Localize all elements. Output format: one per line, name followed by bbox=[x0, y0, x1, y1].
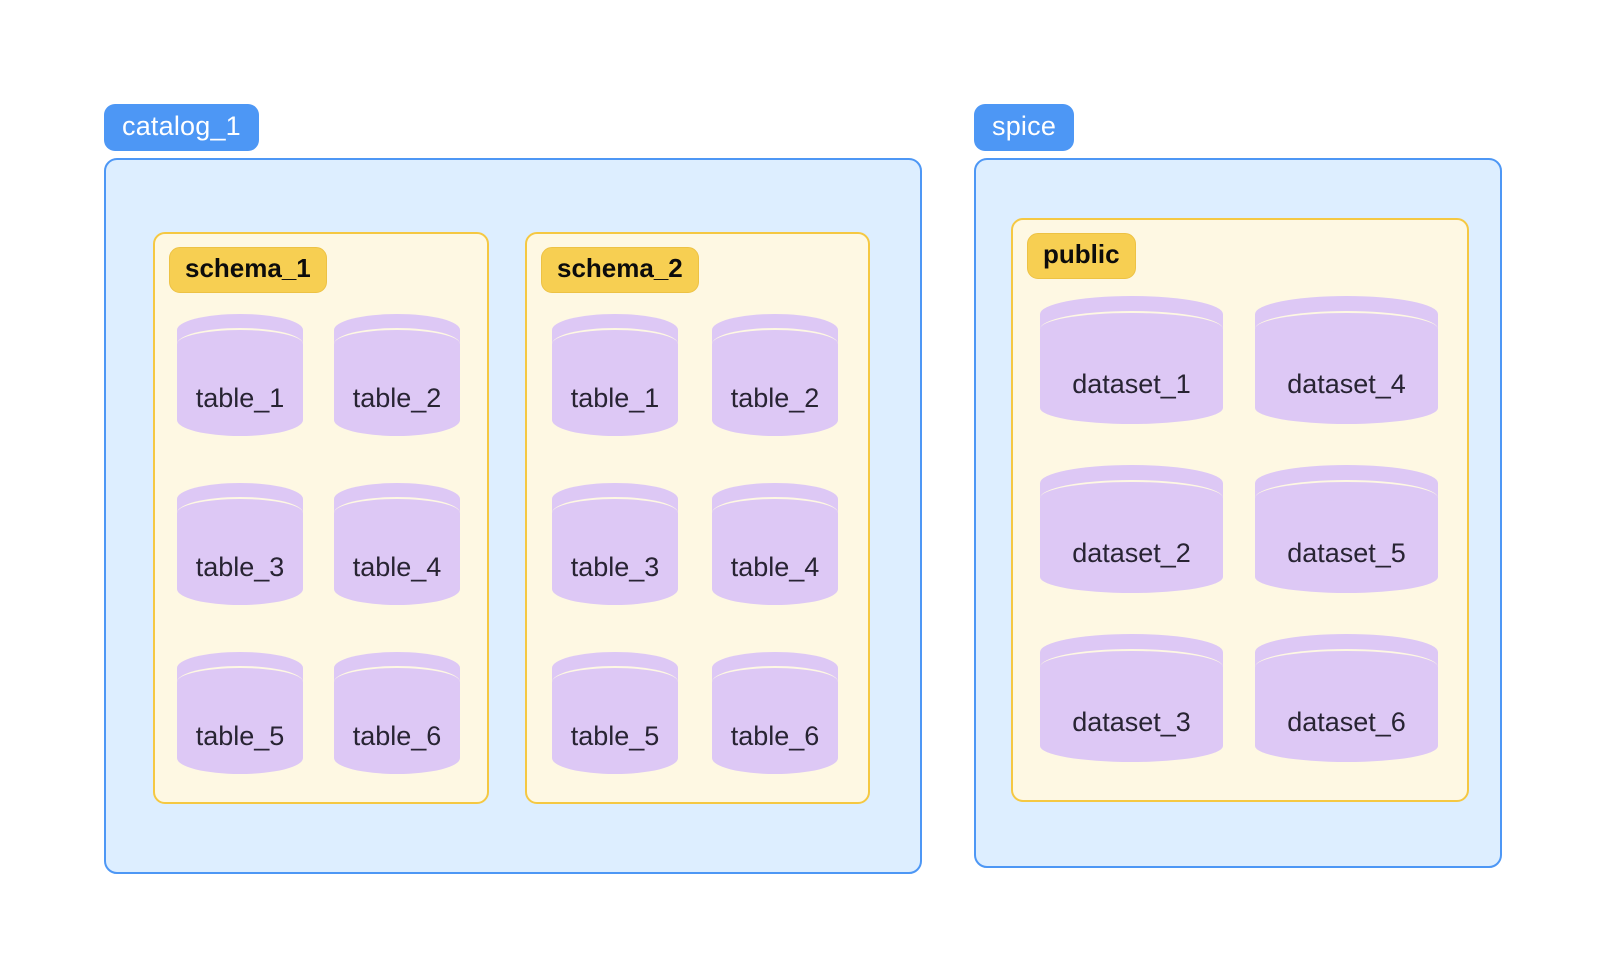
cylinder-body bbox=[334, 330, 460, 436]
catalog-label-catalog_1[interactable]: catalog_1 bbox=[104, 104, 259, 152]
cylinder-label: table_2 bbox=[730, 383, 820, 413]
cylinder-body bbox=[1255, 314, 1438, 424]
dataset-cylinder[interactable]: dataset_5 bbox=[1255, 465, 1438, 593]
cylinder-body bbox=[1040, 314, 1223, 424]
catalog-box-spice: public dataset_1 dataset_4 bbox=[974, 158, 1502, 868]
cylinder-label: dataset_6 bbox=[1287, 707, 1406, 737]
table-cylinder[interactable]: table_4 bbox=[712, 483, 838, 605]
cylinder-label: table_1 bbox=[570, 383, 660, 413]
cylinder-body bbox=[552, 499, 678, 605]
cylinder-top-ellipse bbox=[1040, 465, 1223, 501]
schema-box-schema_2: schema_2 table_1 table_2 bbox=[525, 232, 870, 804]
table-cylinder[interactable]: table_3 bbox=[177, 483, 303, 605]
cylinder-top-ellipse bbox=[552, 652, 678, 684]
cylinder-body bbox=[552, 330, 678, 436]
cylinder-top-ellipse bbox=[712, 652, 838, 684]
cylinder-label: dataset_2 bbox=[1072, 538, 1191, 568]
cylinder-body bbox=[177, 499, 303, 605]
cylinder-top-ellipse bbox=[177, 483, 303, 515]
catalog-group-spice: spice public dataset_1 dataset_4 bbox=[974, 104, 1502, 868]
table-cylinder[interactable]: table_3 bbox=[552, 483, 678, 605]
cylinder-label: dataset_4 bbox=[1287, 369, 1406, 399]
cylinder-body bbox=[334, 668, 460, 774]
schema-label-public[interactable]: public bbox=[1027, 233, 1136, 279]
cylinder-top-ellipse bbox=[177, 314, 303, 346]
table-cylinder[interactable]: table_1 bbox=[552, 314, 678, 436]
cylinder-label: table_6 bbox=[352, 721, 442, 751]
cylinder-body bbox=[1040, 483, 1223, 593]
cylinder-label: table_2 bbox=[352, 383, 442, 413]
table-cylinder[interactable]: table_2 bbox=[334, 314, 460, 436]
cylinder-top-ellipse bbox=[1255, 634, 1438, 670]
cylinder-label: table_3 bbox=[195, 552, 285, 582]
cylinder-label: table_6 bbox=[730, 721, 820, 751]
dataset-cylinder[interactable]: dataset_2 bbox=[1040, 465, 1223, 593]
schema-label-schema_1[interactable]: schema_1 bbox=[169, 247, 327, 293]
schema-box-public: public dataset_1 dataset_4 bbox=[1011, 218, 1469, 802]
schema-label-schema_2[interactable]: schema_2 bbox=[541, 247, 699, 293]
cylinder-body bbox=[1255, 483, 1438, 593]
cylinder-top-ellipse bbox=[1255, 296, 1438, 332]
cylinder-top-ellipse bbox=[1040, 296, 1223, 332]
cylinder-top-ellipse bbox=[334, 314, 460, 346]
cylinder-body bbox=[334, 499, 460, 605]
cylinder-label: dataset_1 bbox=[1072, 369, 1191, 399]
cylinder-label: table_5 bbox=[570, 721, 660, 751]
table-cylinder[interactable]: table_4 bbox=[334, 483, 460, 605]
cylinder-body bbox=[712, 330, 838, 436]
cylinder-top-ellipse bbox=[552, 483, 678, 515]
cylinder-body bbox=[1040, 652, 1223, 762]
catalog-box-catalog_1: schema_1 table_1 table_2 bbox=[104, 158, 922, 874]
cylinder-body bbox=[177, 330, 303, 436]
cylinder-top-ellipse bbox=[334, 483, 460, 515]
dataset-cylinder[interactable]: dataset_3 bbox=[1040, 634, 1223, 762]
table-cylinder[interactable]: table_6 bbox=[712, 652, 838, 774]
dataset-cylinder[interactable]: dataset_6 bbox=[1255, 634, 1438, 762]
cylinder-label: dataset_5 bbox=[1287, 538, 1406, 568]
cylinder-body bbox=[177, 668, 303, 774]
table-cylinder[interactable]: table_2 bbox=[712, 314, 838, 436]
catalog-group-catalog_1: catalog_1 schema_1 table_1 table_2 bbox=[104, 104, 922, 874]
table-cylinder[interactable]: table_1 bbox=[177, 314, 303, 436]
cylinder-body bbox=[1255, 652, 1438, 762]
table-cylinder[interactable]: table_5 bbox=[177, 652, 303, 774]
table-cylinder[interactable]: table_6 bbox=[334, 652, 460, 774]
cylinder-body bbox=[552, 668, 678, 774]
cylinder-top-ellipse bbox=[1040, 634, 1223, 670]
cylinder-label: table_1 bbox=[195, 383, 285, 413]
dataset-cylinder[interactable]: dataset_4 bbox=[1255, 296, 1438, 424]
cylinder-label: table_5 bbox=[195, 721, 285, 751]
cylinder-body bbox=[712, 499, 838, 605]
cylinder-top-ellipse bbox=[1255, 465, 1438, 501]
cylinder-label: table_4 bbox=[730, 552, 820, 582]
cylinder-body bbox=[712, 668, 838, 774]
cylinder-label: table_3 bbox=[570, 552, 660, 582]
dataset-cylinder[interactable]: dataset_1 bbox=[1040, 296, 1223, 424]
catalog-label-spice[interactable]: spice bbox=[974, 104, 1075, 152]
cylinder-label: dataset_3 bbox=[1072, 707, 1191, 737]
cylinder-label: table_4 bbox=[352, 552, 442, 582]
cylinder-top-ellipse bbox=[177, 652, 303, 684]
cylinder-top-ellipse bbox=[334, 652, 460, 684]
cylinder-top-ellipse bbox=[712, 314, 838, 346]
table-cylinder[interactable]: table_5 bbox=[552, 652, 678, 774]
cylinder-top-ellipse bbox=[712, 483, 838, 515]
cylinder-top-ellipse bbox=[552, 314, 678, 346]
schema-box-schema_1: schema_1 table_1 table_2 bbox=[153, 232, 489, 804]
